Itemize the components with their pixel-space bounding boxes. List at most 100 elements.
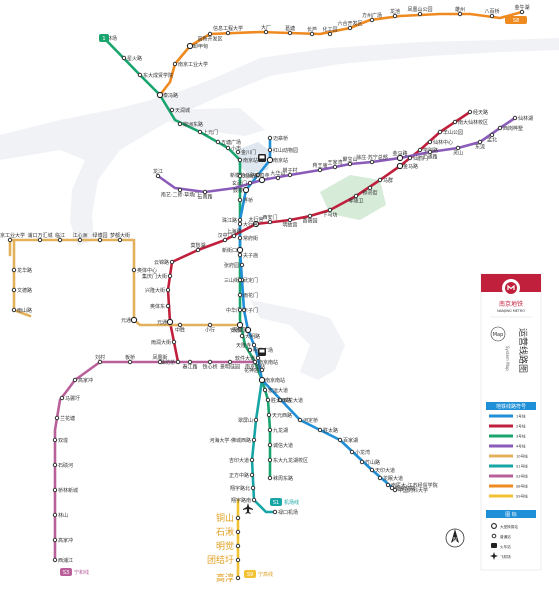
station-label: 孝陵卫 — [348, 198, 363, 205]
tag-s9-label: S9 — [247, 572, 253, 578]
station-marker — [237, 221, 243, 227]
station-marker — [235, 575, 241, 581]
station-label: 板桥 — [125, 354, 135, 361]
station-marker — [237, 252, 243, 258]
station-label: 新街口 — [222, 247, 237, 254]
station-marker — [247, 347, 253, 353]
station-label: 五塘广场 — [221, 139, 241, 146]
station-label: 徐庄·苏宁总部 — [356, 154, 388, 161]
station-label: 泰冯路 — [163, 92, 178, 99]
station-marker — [244, 326, 252, 334]
train-station-icon — [258, 348, 266, 356]
station-label: 景明佳园 — [220, 364, 240, 371]
station-label: 下马坊 — [322, 212, 337, 219]
station-label: 葛塘 — [285, 25, 295, 32]
station-marker — [157, 359, 163, 365]
station-label: 九华山 — [270, 170, 285, 177]
station-layer: 金牛湖八百桥雄州凤凰山公园龙池方州广场六合开发区化工园长芦葛塘大厂高新开发区信息… — [0, 4, 533, 584]
station-marker — [130, 316, 138, 324]
station-marker — [236, 246, 244, 254]
station-label: 天元西路 — [272, 412, 292, 419]
station-marker — [251, 437, 257, 443]
station-marker — [237, 217, 243, 223]
station-label: 马骡圩 — [65, 395, 80, 402]
station-label: 蒋王庙 — [312, 162, 327, 169]
yangtze-river — [0, 38, 559, 246]
station-marker — [262, 387, 268, 393]
station-label: 大行宫 — [248, 216, 263, 223]
station-label: 中国药科大学 — [398, 487, 428, 494]
station-label: 龙江 — [153, 168, 163, 175]
station-marker — [52, 557, 58, 563]
station-marker — [255, 172, 261, 178]
station-marker — [11, 287, 17, 293]
station-marker — [172, 61, 178, 67]
station-label: 龙华路 — [17, 267, 32, 274]
station-marker — [349, 449, 355, 455]
station-marker — [175, 359, 181, 365]
station-marker — [237, 235, 243, 241]
station-label: 张府园 — [224, 262, 239, 269]
station-label: 常府街 — [243, 235, 258, 242]
station-label: 汉中门 — [217, 232, 232, 239]
station-marker — [477, 139, 483, 145]
plane-icon — [490, 552, 498, 560]
station-marker — [77, 237, 83, 243]
station-marker — [347, 161, 353, 167]
station-marker — [11, 267, 17, 273]
station-marker — [97, 359, 103, 365]
station-label: 新模范马路 — [230, 172, 255, 179]
station-marker — [396, 162, 404, 170]
station-marker — [267, 427, 273, 433]
station-marker — [265, 397, 271, 403]
station-label: 莫愁湖 — [190, 242, 205, 249]
station-label: 长芦 — [307, 26, 317, 33]
station-label: 天润城 — [175, 107, 190, 114]
station-label: 九龙湖 — [273, 427, 288, 434]
tag-s1-end: S1 机场线 — [270, 498, 299, 506]
station-label: 高家冲 — [78, 377, 93, 384]
station-label: 团结圩 — [207, 554, 234, 566]
legend-line-label: 1号线 — [516, 414, 526, 419]
station-marker — [347, 25, 353, 31]
station-label: 凤凰山公园 — [407, 6, 432, 13]
station-label: 卸甲甸 — [193, 43, 208, 50]
station-label: 浮桥 — [243, 197, 253, 204]
station-marker — [52, 462, 58, 468]
station-marker — [52, 512, 58, 518]
station-label: 孟北 — [487, 137, 497, 144]
legend-line-label: 2号线 — [516, 424, 526, 429]
station-label: 上元门 — [203, 129, 218, 136]
station-label: 化工园 — [322, 26, 337, 33]
station-marker — [337, 437, 343, 443]
station-marker — [171, 339, 177, 345]
station-label: 明故宫 — [282, 222, 297, 229]
station-marker — [427, 139, 433, 145]
station-label: 卡子门 — [243, 307, 258, 314]
station-label: 元通 — [121, 317, 131, 324]
station-label: 吉印大道 — [229, 457, 249, 464]
station-marker — [327, 31, 333, 37]
station-marker — [309, 31, 315, 37]
station-marker — [195, 247, 201, 253]
station-label: 云南路 — [197, 194, 212, 201]
station-marker — [417, 11, 423, 17]
station-marker — [249, 472, 255, 478]
station-label: 桥林新城 — [58, 487, 78, 494]
station-label: 灵山 — [453, 150, 463, 157]
station-marker — [231, 233, 237, 239]
station-label: 岗子村 — [282, 167, 297, 174]
station-marker — [512, 115, 518, 121]
station-marker — [52, 437, 58, 443]
station-label: 王家湾 — [327, 159, 342, 166]
legend-line-label: S9号线 — [516, 494, 528, 499]
station-marker — [237, 307, 243, 313]
station-label: 迈皋桥 — [273, 135, 288, 142]
station-marker — [452, 119, 458, 125]
station-marker — [369, 159, 375, 165]
station-marker — [37, 237, 43, 243]
station-label: 雨山路 — [17, 307, 32, 314]
tag-s8-end: S8 — [505, 16, 527, 24]
station-marker — [259, 367, 265, 373]
